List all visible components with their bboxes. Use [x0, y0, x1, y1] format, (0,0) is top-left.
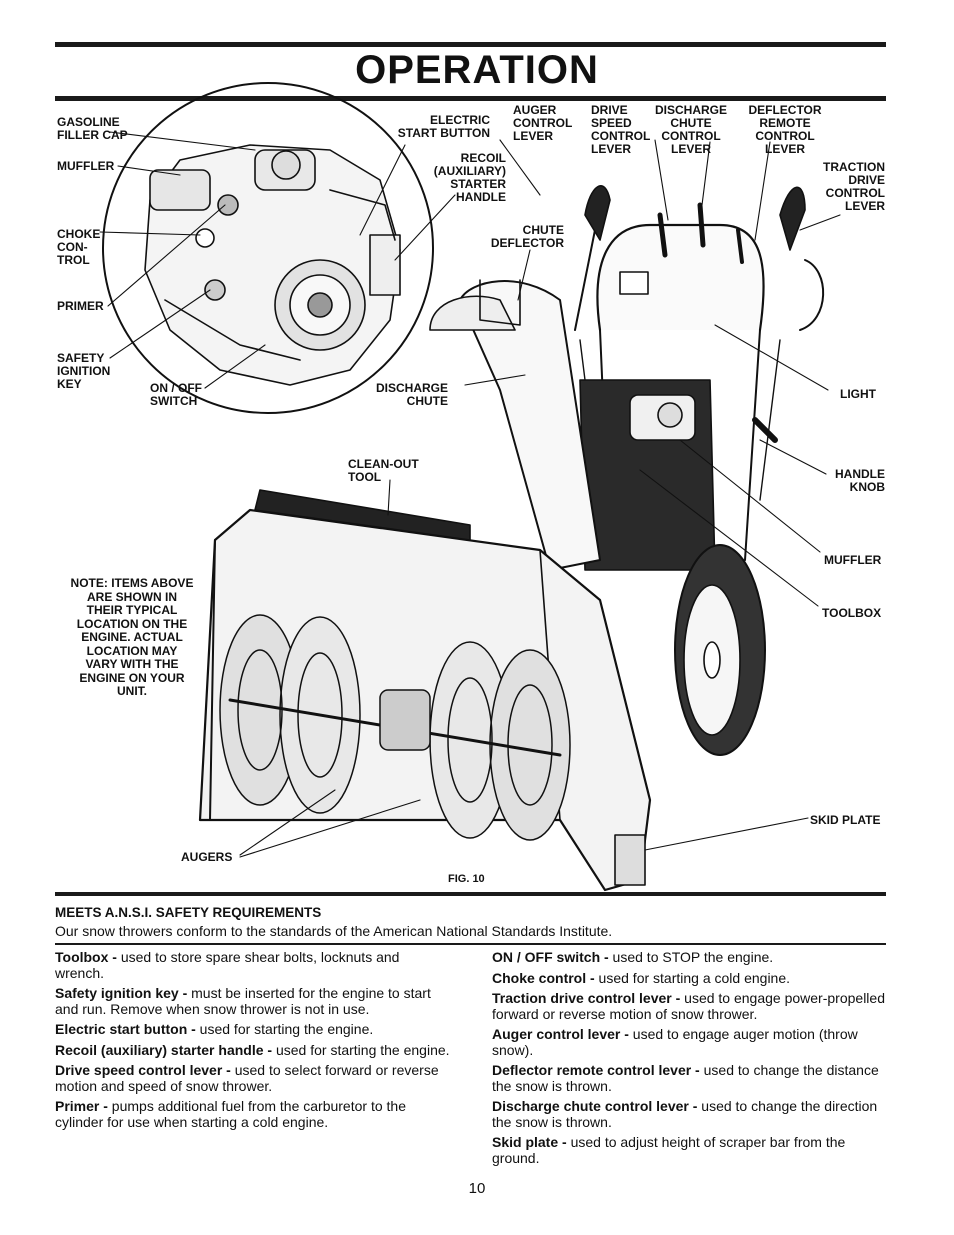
definition-item: Choke control - used for starting a cold…	[492, 969, 791, 986]
label-deflector-remote-control-lever: DEFLECTOR REMOTE CONTROL LEVER	[748, 103, 822, 156]
definition-item: Drive speed control lever - used to sele…	[55, 1062, 439, 1094]
label-traction-drive-control-lever: TRACTION DRIVE CONTROL LEVER	[823, 160, 885, 213]
label-muffler: MUFFLER	[824, 553, 882, 567]
label-light: LIGHT	[840, 387, 876, 401]
label-gasoline-filler-cap: GASOLINE FILLER CAP	[57, 115, 128, 142]
definition-item: Deflector remote control lever - used to…	[492, 1062, 879, 1094]
label-handle-knob: HANDLE KNOB	[835, 467, 885, 494]
definition-item: Traction drive control lever - used to e…	[492, 990, 885, 1022]
label-chute-deflector: CHUTE DEFLECTOR	[490, 223, 564, 250]
definition-item: Electric start button - used for startin…	[55, 1021, 374, 1037]
page-title: OPERATION	[355, 48, 599, 92]
header-top-rule	[55, 42, 886, 47]
label-on-off-switch: ON / OFF SWITCH	[150, 381, 202, 408]
label-augers: AUGERS	[181, 850, 233, 864]
definition-item: Skid plate - used to adjust height of sc…	[492, 1134, 846, 1166]
ansi-heading: MEETS A.N.S.I. SAFETY REQUIREMENTS	[55, 905, 322, 920]
label-auger-control-lever: AUGER CONTROL LEVER	[513, 103, 573, 143]
label-electric-start-button: ELECTRIC START BUTTON	[397, 113, 490, 140]
handlebar	[596, 223, 765, 332]
definition-item: ON / OFF switch - used to STOP the engin…	[492, 949, 774, 965]
snow-thrower-illustration	[99, 82, 841, 892]
definitions-right-column: ON / OFF switch - used to STOP the engin…	[492, 949, 887, 1171]
label-safety-ignition-key: SAFETY IGNITION KEY	[57, 351, 111, 391]
label-primer: PRIMER	[57, 299, 104, 313]
figure-bottom-rule	[55, 892, 886, 896]
label-muffler-engine: MUFFLER	[57, 159, 115, 173]
definition-item: Discharge chute control lever - used to …	[492, 1098, 878, 1130]
label-discharge-chute-control-lever: DISCHARGE CHUTE CONTROL LEVER	[654, 103, 727, 156]
definitions-left-column: Toolbox - used to store spare shear bolt…	[55, 949, 450, 1135]
label-drive-speed-control-lever: DRIVE SPEED CONTROL LEVER	[591, 103, 651, 156]
figure-caption: FIG. 10	[448, 873, 485, 885]
augers-drawing	[219, 614, 571, 841]
discharge-chute	[459, 280, 601, 571]
definition-item: Primer - pumps additional fuel from the …	[55, 1098, 406, 1130]
label-recoil-starter-handle: RECOIL (AUXILIARY) STARTER HANDLE	[433, 151, 506, 204]
definition-item: Safety ignition key - must be inserted f…	[55, 985, 431, 1017]
label-choke-control: CHOKE CON- TROL	[57, 227, 101, 267]
ansi-bottom-rule	[55, 943, 886, 945]
definition-item: Recoil (auxiliary) starter handle - used…	[55, 1041, 450, 1058]
engine-inset-circle	[102, 82, 434, 414]
label-toolbox: TOOLBOX	[822, 606, 882, 620]
label-skid-plate: SKID PLATE	[810, 813, 881, 827]
definition-item: Auger control lever - used to engage aug…	[492, 1026, 858, 1058]
engine-location-note: NOTE: ITEMS ABOVE ARE SHOWN IN THEIR TYP…	[70, 576, 194, 698]
header-bottom-rule	[55, 96, 886, 101]
label-discharge-chute: DISCHARGE CHUTE	[375, 381, 448, 408]
ansi-text: Our snow throwers conform to the standar…	[55, 923, 613, 939]
definition-item: Toolbox - used to store spare shear bolt…	[55, 949, 400, 981]
page-number: 10	[468, 1180, 486, 1197]
label-clean-out-tool: CLEAN-OUT TOOL	[348, 457, 419, 484]
